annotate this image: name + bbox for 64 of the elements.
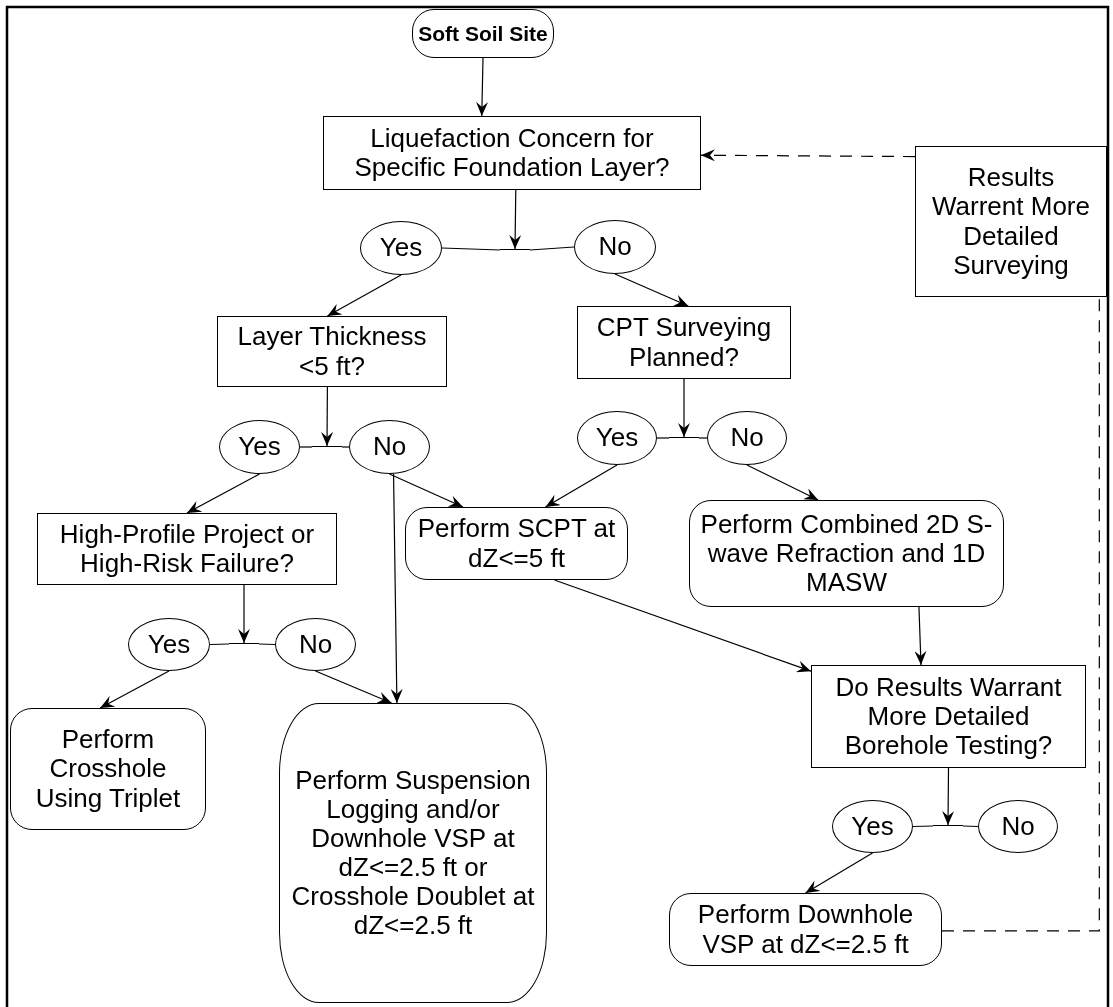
arrow xyxy=(914,606,927,666)
process-box xyxy=(915,146,1107,297)
node-text: CPT Surveying Planned? xyxy=(595,313,773,372)
action-box xyxy=(405,507,628,580)
node-text: Perform Downhole VSP at dZ<=2.5 ft xyxy=(696,900,915,959)
process-box xyxy=(37,513,337,585)
arrow xyxy=(509,189,522,250)
node-text: Yes xyxy=(851,811,894,842)
arrow xyxy=(321,386,334,447)
node-text: Do Results Warrant More Detailed Borehole Testing? xyxy=(834,672,1063,761)
action-box xyxy=(10,708,206,830)
arrow xyxy=(804,852,874,894)
arrow xyxy=(326,274,402,317)
arrow xyxy=(186,473,261,514)
line xyxy=(441,247,501,251)
node-text: Soft Soil Site xyxy=(418,21,548,46)
line xyxy=(656,437,670,439)
line xyxy=(258,643,276,646)
node-text: Yes xyxy=(379,233,423,263)
action-box xyxy=(279,703,547,1003)
process-box xyxy=(217,316,447,387)
process-box xyxy=(577,306,791,379)
start-terminal xyxy=(412,9,554,58)
node-text: Layer Thickness <5 ft? xyxy=(236,322,428,381)
node-text: High-Profile Project or High-Risk Failure? xyxy=(58,519,316,579)
line xyxy=(912,825,934,828)
node-text: No xyxy=(598,232,632,262)
action-box xyxy=(689,500,1004,607)
node-text: Perform Suspension Logging and/or Downhole VSP at dZ<=2.5 ft or Crosshole Doublet at dZ<=2.5 ft xyxy=(290,765,536,941)
node-text: Perform Combined 2D S-wave Refraction and 1D MASW xyxy=(699,509,994,598)
node-text: Perform SCPT at dZ<=5 ft xyxy=(416,514,617,573)
node-text: No xyxy=(730,423,764,453)
node-text: Liquefaction Concern for Specific Foundation Layer? xyxy=(353,123,671,183)
arrow xyxy=(388,473,464,508)
line xyxy=(341,446,350,448)
line xyxy=(299,446,313,448)
node-text: No xyxy=(372,432,407,462)
arrow xyxy=(746,464,819,501)
dashed-line xyxy=(941,296,1100,932)
line xyxy=(529,246,575,251)
arrow xyxy=(390,473,403,704)
node-text: Perform Crosshole Using Triplet xyxy=(34,725,182,813)
arrow xyxy=(476,57,489,117)
node-text: Yes xyxy=(595,423,639,453)
node-text: Yes xyxy=(238,432,281,462)
node-text: No xyxy=(298,629,333,660)
node-text: No xyxy=(1001,811,1035,842)
arrow xyxy=(553,579,812,673)
arrow xyxy=(544,464,618,508)
node-text: Yes xyxy=(147,629,191,660)
arrow xyxy=(314,670,393,704)
line xyxy=(209,643,230,646)
action-box xyxy=(669,893,942,966)
arrow xyxy=(942,767,955,826)
arrow xyxy=(99,670,170,709)
process-box xyxy=(323,116,701,190)
arrow xyxy=(614,273,689,307)
arrow xyxy=(678,378,690,438)
node-text: Results Warrent More Detailed Surveying xyxy=(931,163,1091,280)
dashed-arrow xyxy=(700,149,916,162)
line xyxy=(698,437,708,439)
arrow xyxy=(238,584,250,644)
line xyxy=(962,825,979,828)
process-box xyxy=(811,665,1086,768)
